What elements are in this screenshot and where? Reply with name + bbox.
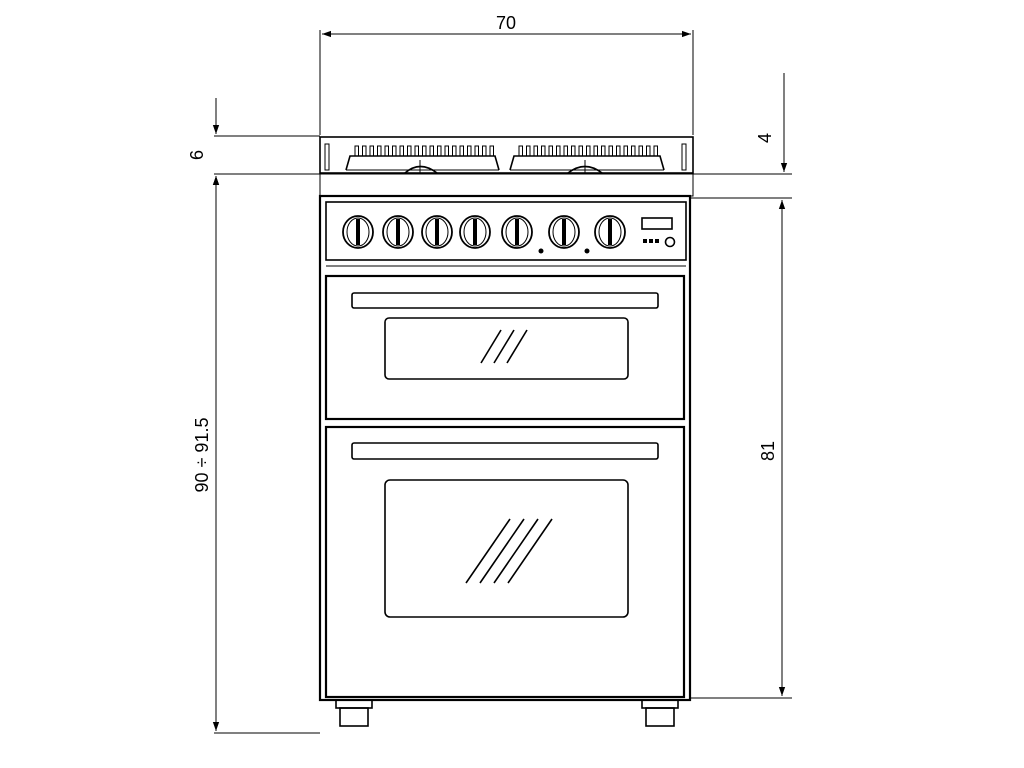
lower-oven-handle — [351, 442, 659, 460]
indicator-light-right — [584, 248, 590, 254]
width-dimension: 70 — [319, 13, 694, 135]
body-height-label: 81 — [758, 441, 778, 461]
top-height-dimension: 6 — [187, 98, 320, 212]
width-label: 70 — [496, 13, 516, 33]
total-height-dimension: 90 ÷ 91.5 — [192, 176, 320, 734]
control-knob — [501, 215, 533, 249]
upper-oven-handle — [351, 292, 659, 309]
clock-button-2 — [649, 239, 653, 243]
upper-oven-window — [384, 317, 629, 380]
control-knob — [594, 215, 626, 249]
lower-oven-door — [324, 425, 686, 699]
top-height-label: 6 — [187, 150, 207, 160]
control-panel — [325, 201, 687, 267]
top-right-label: 4 — [755, 133, 775, 143]
clock-button-3 — [655, 239, 659, 243]
hob-top — [319, 136, 694, 197]
indicator-light-left — [538, 248, 544, 254]
clock-display — [641, 217, 673, 230]
foot-left — [335, 699, 373, 727]
control-knob — [382, 215, 414, 249]
cooker-body — [318, 194, 692, 702]
control-knob — [421, 215, 453, 249]
clock-button-1 — [643, 239, 647, 243]
clock-knob — [664, 236, 676, 248]
pan-support-left — [345, 145, 500, 171]
lower-oven-window — [384, 479, 629, 618]
total-height-label: 90 ÷ 91.5 — [192, 418, 212, 493]
control-knob — [548, 215, 580, 249]
body-height-dimension: 81 — [690, 197, 792, 699]
top-right-dimension: 4 — [693, 73, 792, 175]
control-knob — [342, 215, 374, 249]
pan-support-right — [509, 145, 665, 171]
upper-oven-door — [324, 274, 686, 421]
control-knob — [459, 215, 491, 249]
foot-right — [641, 699, 679, 727]
